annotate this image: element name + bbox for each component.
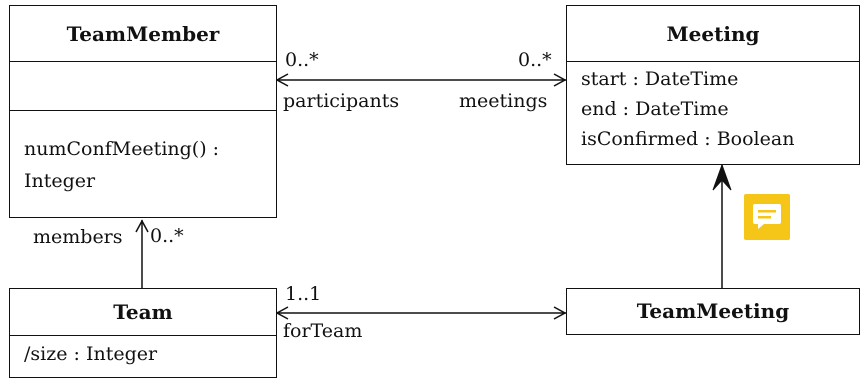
arrowhead-left-icon: [275, 306, 289, 320]
role-label: participants: [283, 90, 400, 112]
arrowhead-right-icon: [553, 73, 567, 87]
comment-note-icon[interactable]: [744, 194, 790, 240]
arrowhead-right-icon: [553, 306, 567, 320]
arrowhead-up-icon: [712, 163, 732, 191]
multiplicity-label: 1..1: [285, 283, 322, 305]
attribute-line: /size : Integer: [24, 343, 158, 365]
class-name: TeamMeeting: [636, 299, 790, 323]
diagram-edges: [135, 73, 732, 320]
multiplicity-label: 0..*: [518, 49, 552, 71]
arrowhead-up-icon: [135, 219, 149, 233]
role-label: meetings: [459, 90, 548, 112]
attributes-compartment: start : DateTime end : DateTime isConfir…: [567, 62, 859, 158]
class-team-meeting[interactable]: TeamMeeting: [566, 288, 860, 335]
class-name: Meeting: [567, 6, 859, 62]
arrowhead-left-icon: [275, 73, 289, 87]
role-label: members: [33, 226, 123, 248]
class-name: Team: [10, 289, 276, 336]
operation-line: numConfMeeting() :: [24, 138, 220, 160]
operations-compartment: numConfMeeting() : Integer: [10, 111, 276, 201]
attribute-line: end : DateTime: [581, 98, 729, 120]
attributes-compartment: /size : Integer: [10, 336, 276, 371]
operation-line: Integer: [24, 170, 96, 192]
class-name: TeamMember: [10, 6, 276, 62]
class-team[interactable]: Team /size : Integer: [9, 288, 277, 378]
role-label: forTeam: [283, 320, 363, 342]
multiplicity-label: 0..*: [285, 49, 319, 71]
attributes-compartment: [10, 62, 276, 111]
attribute-line: isConfirmed : Boolean: [581, 128, 795, 150]
class-meeting[interactable]: Meeting start : DateTime end : DateTime …: [566, 5, 860, 165]
multiplicity-label: 0..*: [150, 225, 184, 247]
attribute-line: start : DateTime: [581, 68, 739, 90]
class-team-member[interactable]: TeamMember numConfMeeting() : Integer: [9, 5, 277, 218]
